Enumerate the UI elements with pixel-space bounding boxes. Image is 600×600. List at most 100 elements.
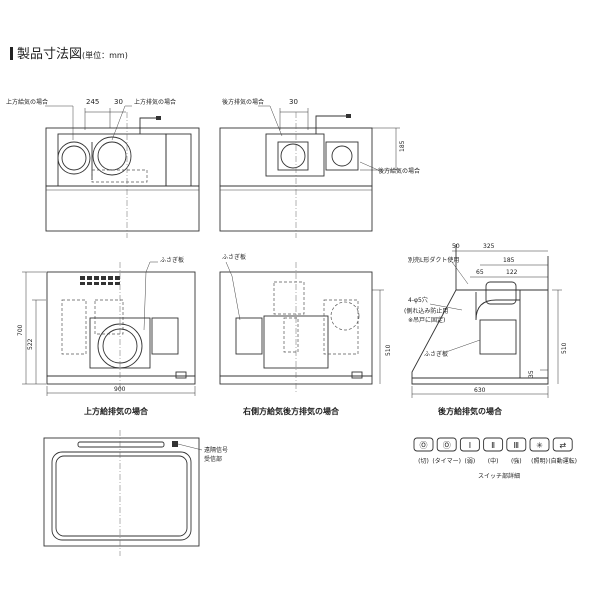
hidden-intake-duct: [61, 299, 87, 355]
switch-label: (自動運転): [548, 457, 577, 465]
dim-122: 122: [506, 269, 518, 276]
title-text: 製品寸法図: [17, 47, 83, 62]
dim-522: 522: [27, 338, 34, 350]
switch-button-fan-strong[interactable]: Ⅲ (強): [506, 437, 527, 465]
switch-frame[interactable]: [552, 437, 573, 452]
switch-frame[interactable]: [483, 437, 504, 452]
caption-rear: 後方給排気の場合: [438, 406, 503, 416]
exhaust-duct-outer: [92, 136, 132, 176]
plug: [156, 116, 161, 120]
caption-top-view: 上方給排気の場合: [84, 406, 149, 416]
switch-frame[interactable]: [529, 437, 550, 452]
rear-fan: [280, 143, 306, 169]
label-blanking-plate-3: ふさぎ板: [424, 350, 448, 358]
duct-collar: [485, 281, 517, 305]
switch-button-auto-link[interactable]: ⇄ (自動運転): [548, 437, 577, 465]
switch-button-fan-medium[interactable]: Ⅱ(中): [483, 437, 504, 465]
page-title: 製品寸法図(単位：mm): [10, 43, 128, 62]
switch-button-fan-weak[interactable]: Ⅰ (弱): [459, 437, 480, 465]
view-top-intake-exhaust: 上方給気の場合 上方排気の場合 245 30: [6, 98, 200, 238]
title-bar-mark: [10, 47, 13, 60]
label-top-exhaust: 上方排気の場合: [134, 98, 176, 106]
bottom-outer: [43, 437, 200, 547]
switch-label: (照明): [531, 458, 548, 465]
label-remote-2: 受信部: [204, 455, 222, 463]
switch-label: (弱): [465, 458, 476, 465]
switch-frame[interactable]: [506, 437, 527, 452]
hidden-side-intake: [323, 299, 359, 355]
switch-button-power-off[interactable]: Ⓞ(切): [413, 437, 434, 465]
switch-button-timer[interactable]: Ⓞ (タイマー): [432, 437, 461, 465]
view-rear-exhaust: 後方排気の場合 30 185 後方給気の場合: [219, 98, 420, 238]
l-duct: [475, 292, 520, 321]
switch-frame[interactable]: [459, 437, 480, 452]
exhaust-elbow: [277, 141, 309, 171]
label-top-intake: 上方給気の場合: [6, 98, 48, 106]
label-separate-duct: 別売L形ダクト使用: [408, 256, 459, 264]
leader-rear-intake: [359, 161, 379, 171]
view-front-left: ふさぎ板 700 522 900 上方給排気の場合: [17, 256, 196, 416]
label-blanking-plate-2: ふさぎ板: [222, 253, 246, 261]
blanking-plate-1: [151, 317, 179, 355]
front-bottom-rail: [46, 375, 196, 385]
hidden-side-fan: [330, 301, 360, 331]
hidden-exhaust-duct: [94, 299, 124, 335]
dim-185a: 185: [399, 140, 406, 152]
remote-sensor: [172, 441, 178, 447]
label-remote-1: 遠隔信号: [204, 446, 228, 454]
dim-510b: 510: [561, 342, 568, 354]
caption-side-rear: 右側方給気後方排気の場合: [242, 406, 340, 416]
leader-rear-exhaust: [258, 105, 283, 137]
leader-top-intake: [45, 105, 74, 140]
dim-245: 245: [86, 98, 99, 106]
title-unit: (単位：mm): [82, 51, 128, 60]
dim-900: 900: [114, 386, 126, 393]
switch-button-light[interactable]: ✳ (照明): [529, 437, 550, 465]
motor-box-2: [265, 133, 325, 177]
label-blanking-plate-1: ふさぎ板: [160, 256, 184, 264]
hole-note: 4-φ5穴: [408, 296, 428, 304]
leader-separate-duct: [451, 261, 469, 285]
fan-weak-icon: Ⅰ: [469, 441, 471, 450]
motor-case-2: [263, 315, 329, 369]
view-front-center: ふさぎ板 510 右側方給気後方排気の場合: [219, 253, 392, 416]
power-off-icon: Ⓞ: [420, 441, 428, 450]
leader-top-exhaust: [111, 105, 132, 141]
hidden-fan-2: [283, 317, 299, 353]
fan-medium-icon: Ⅱ: [491, 441, 495, 450]
intake-duct-inner: [61, 145, 87, 171]
side-blanking-plate: [479, 319, 517, 355]
switch-detail-caption: スイッチ部詳細: [478, 472, 520, 480]
dim-30b: 30: [289, 98, 298, 106]
dim-30a: 30: [114, 98, 123, 106]
fan-strong-icon: Ⅲ: [514, 441, 520, 450]
leader-remote: [177, 443, 203, 451]
timer-icon: Ⓞ: [443, 441, 451, 450]
power-cable: [139, 117, 160, 134]
exhaust-duct-inner: [97, 141, 127, 171]
leader-blanking-plate-3: [445, 339, 481, 353]
hidden-rear-duct: [273, 281, 305, 315]
switch-panel-detail: Ⓞ(切)Ⓞ(タイマー)Ⅰ(弱)Ⅱ(中)Ⅲ(強)✳(照明)⇄(自動運転): [413, 437, 577, 465]
label-rear-exhaust: 後方排気の場合: [222, 98, 264, 106]
dim-510a: 510: [385, 344, 392, 356]
light-icon: ✳: [536, 441, 543, 450]
intake-duct-outer: [57, 141, 91, 175]
switch-panel-2: [351, 371, 363, 379]
auto-link-icon: ⇄: [559, 441, 566, 450]
switch-frame[interactable]: [436, 437, 457, 452]
leader-blanking-plate-1: [143, 261, 158, 331]
hood-top-body: [45, 127, 200, 187]
bottom-filter-outer: [51, 451, 192, 541]
power-cable-2: [315, 115, 350, 134]
dim-65: 65: [476, 269, 484, 276]
dim-35: 35: [528, 370, 535, 378]
switch-frame[interactable]: [413, 437, 434, 452]
switch-label: (強): [511, 457, 522, 465]
dim-185b: 185: [503, 257, 515, 264]
side-cover: [165, 133, 192, 187]
plug-2: [346, 114, 351, 118]
switch-label: (タイマー): [432, 457, 461, 465]
hole-note-3: ※吊戸に固定): [408, 316, 445, 324]
intake-fan: [331, 145, 353, 167]
